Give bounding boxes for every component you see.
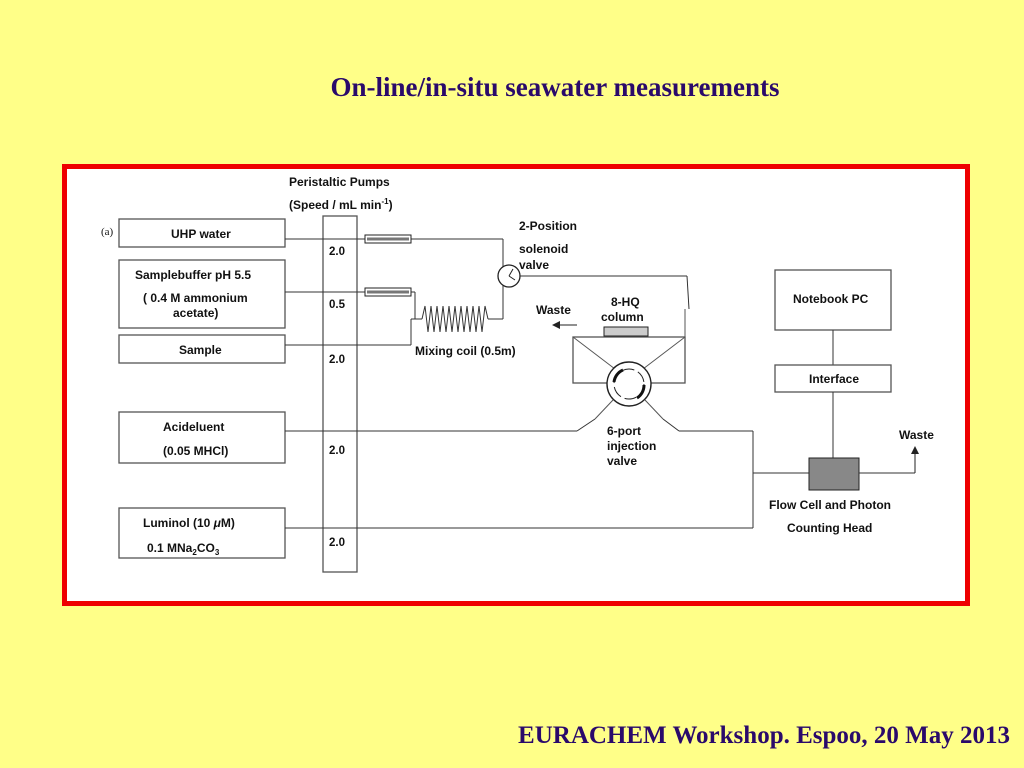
- interface-box: [774, 364, 892, 393]
- pump-speed-5: 2.0: [329, 537, 345, 549]
- 8hq-column: [603, 326, 649, 337]
- sample-box: [118, 334, 286, 364]
- pump-speed-3: 2.0: [329, 354, 345, 366]
- acid-eluent-label-2: (0.05 MHCl): [163, 444, 228, 458]
- injection-valve-label-1: 6-port: [607, 424, 641, 438]
- pumps-title: Peristaltic Pumps: [289, 175, 390, 189]
- pumps-speed-unit: (Speed / mL min-1): [289, 197, 393, 212]
- diagram-frame: (a) Peristaltic Pumps (Speed / mL min-1)…: [62, 164, 970, 606]
- flow-diagram: (a) Peristaltic Pumps (Speed / mL min-1)…: [101, 175, 934, 573]
- column-label-2: column: [601, 310, 644, 324]
- uhp-water-label: UHP water: [171, 227, 231, 241]
- sample-buffer-label-2: ( 0.4 M ammonium: [143, 291, 248, 305]
- slide-footer: EURACHEM Workshop. Espoo, 20 May 2013: [518, 722, 1010, 749]
- interface-label: Interface: [809, 372, 859, 386]
- slide-title: On-line/in-situ seawater measurements: [330, 72, 780, 102]
- luminol-label-1: Luminol (10 μM): [143, 516, 235, 530]
- pump-speed-1: 2.0: [329, 246, 345, 258]
- sample-label: Sample: [179, 343, 222, 357]
- acid-eluent-box: [118, 411, 286, 464]
- column-label-1: 8-HQ: [611, 295, 640, 309]
- flow-cell: [808, 457, 860, 491]
- pump-speed-4: 2.0: [329, 445, 345, 457]
- solenoid-valve-label-1: 2-Position: [519, 219, 577, 233]
- mixing-coil-label: Mixing coil (0.5m): [415, 344, 516, 358]
- panel-label: (a): [101, 226, 114, 238]
- injection-valve-label-2: injection: [607, 439, 656, 453]
- waste-left-label: Waste: [536, 303, 571, 317]
- notebook-pc-label: Notebook PC: [793, 292, 869, 306]
- acid-eluent-label-1: Acideluent: [163, 420, 224, 434]
- solenoid-valve-label-3: valve: [519, 258, 549, 272]
- sample-buffer-box: [118, 259, 286, 329]
- mixing-coil: [421, 305, 489, 333]
- sample-buffer-label-3: acetate): [173, 306, 218, 320]
- luminol-label-2: 0.1 MNa2CO3: [147, 541, 220, 557]
- injection-valve-label-3: valve: [607, 454, 637, 468]
- sample-buffer-label-1: Samplebuffer pH 5.5: [135, 268, 251, 282]
- notebook-pc-box: [774, 269, 892, 331]
- luminol-box: [118, 507, 286, 559]
- flow-cell-label-2: Counting Head: [787, 521, 872, 535]
- pump-speed-2: 0.5: [329, 299, 346, 311]
- uhp-water-box: [118, 218, 286, 248]
- flow-cell-label-1: Flow Cell and Photon: [769, 498, 891, 512]
- pump-column: [322, 215, 358, 573]
- solenoid-valve-label-2: solenoid: [519, 242, 568, 256]
- waste-right-label: Waste: [899, 428, 934, 442]
